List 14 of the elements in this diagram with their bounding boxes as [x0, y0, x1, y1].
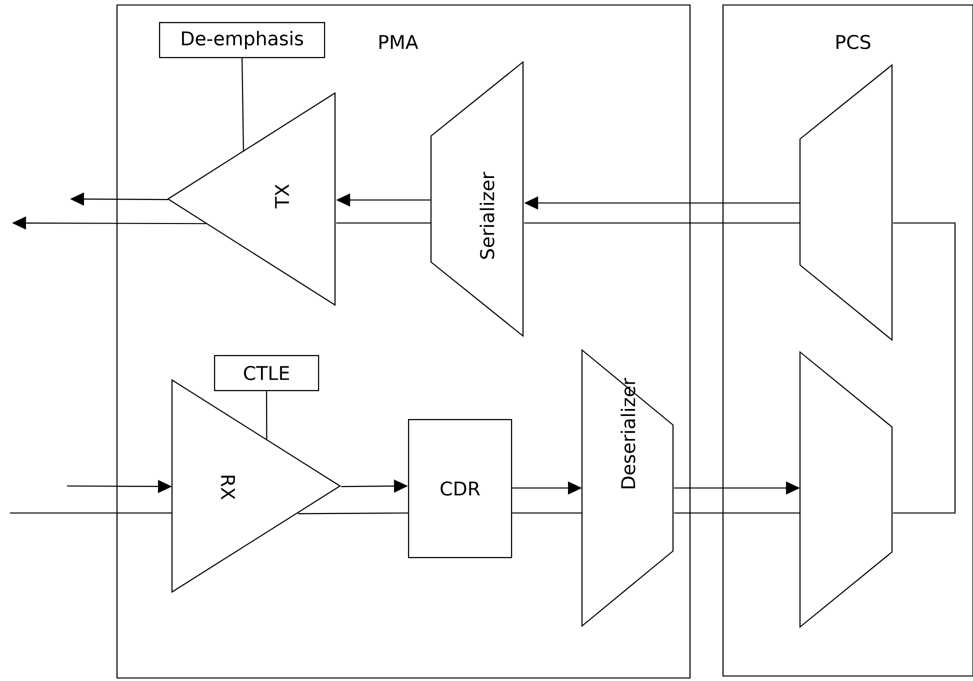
- process-box: CDR: [408, 419, 512, 558]
- connector-line: [524, 222, 800, 224]
- connector-line: [242, 58, 244, 152]
- connector-line: [266, 391, 268, 440]
- serializer-trapezoid: Serializer: [430, 60, 524, 338]
- process-box: De-emphasis: [159, 22, 326, 58]
- trapezoid-block: [799, 64, 893, 342]
- connector-line: [9, 512, 409, 514]
- process-box: CTLE: [214, 355, 320, 392]
- amplifier-triangle: RX: [171, 379, 342, 593]
- connector-line: [674, 512, 800, 514]
- connector-line: [512, 512, 582, 514]
- block-frame: PCS: [722, 4, 973, 677]
- connector-line: [893, 222, 956, 514]
